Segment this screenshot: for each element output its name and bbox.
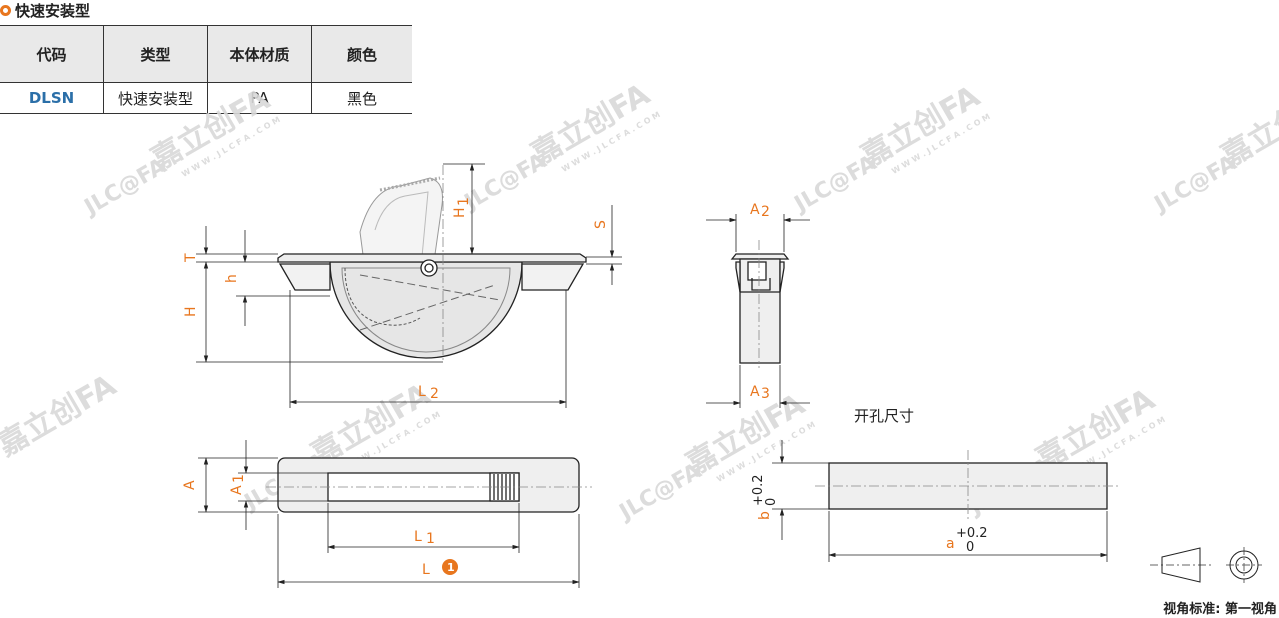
header-code: 代码 bbox=[0, 25, 104, 83]
dim-L1-sub: 1 bbox=[426, 531, 435, 547]
header-material: 本体材质 bbox=[207, 25, 312, 83]
cell-type: 快速安装型 bbox=[103, 82, 208, 114]
dim-H-label: H bbox=[183, 306, 199, 317]
cell-code: DLSN bbox=[0, 82, 104, 114]
dim-L1-label: L bbox=[414, 529, 422, 545]
table-header-row: 代码 类型 本体材质 颜色 bbox=[0, 25, 412, 83]
spec-table: 代码 类型 本体材质 颜色 DLSN 快速安装型 PA 黑色 bbox=[0, 25, 412, 114]
dim-H1-label: H bbox=[452, 207, 468, 218]
dim-A1: A 1 bbox=[229, 474, 247, 495]
dim-a-tol-upper: +0.2 bbox=[956, 526, 988, 541]
dim-A1-label: A bbox=[229, 485, 245, 495]
side-view-dimensions bbox=[706, 214, 810, 408]
cutout-title: 开孔尺寸 bbox=[854, 407, 914, 425]
side-view bbox=[730, 240, 790, 368]
dim-S-label: S bbox=[593, 220, 609, 229]
watermark-brand: 嘉立创FA bbox=[0, 368, 123, 464]
dim-b-label: b bbox=[757, 511, 773, 520]
top-view bbox=[266, 457, 592, 513]
header-color: 颜色 bbox=[311, 25, 412, 83]
dim-A1-sub: 1 bbox=[231, 474, 247, 483]
dim-L2-sub: 2 bbox=[430, 386, 439, 402]
top-view-dimensions bbox=[198, 440, 580, 588]
dim-A2-label: A bbox=[750, 202, 760, 218]
cell-color: 黑色 bbox=[311, 82, 412, 114]
cutout-dimensions bbox=[772, 440, 1108, 562]
dim-h-label: h bbox=[224, 274, 240, 283]
dim-A3-label: A bbox=[750, 384, 760, 400]
dim-L-label: L bbox=[422, 562, 430, 578]
section-title: 快速安装型 bbox=[0, 0, 90, 20]
first-angle-projection-icon bbox=[1150, 547, 1262, 583]
watermark-brand: 嘉立创FA bbox=[1216, 79, 1279, 175]
front-view bbox=[277, 165, 587, 362]
header-type: 类型 bbox=[103, 25, 208, 83]
dim-T-label: T bbox=[183, 253, 199, 263]
cell-material: PA bbox=[207, 82, 312, 114]
dim-L2-label: L bbox=[418, 384, 426, 400]
dim-A3-sub: 3 bbox=[761, 386, 770, 402]
note-marker-number: 1 bbox=[447, 561, 455, 574]
dim-H1-sub: 1 bbox=[456, 197, 472, 206]
section-title-text: 快速安装型 bbox=[15, 1, 91, 20]
dim-b-tol-upper: +0.2 bbox=[751, 474, 766, 506]
dim-A-label: A bbox=[182, 480, 198, 490]
table-row: DLSN 快速安装型 PA 黑色 bbox=[0, 82, 412, 114]
projection-note: 视角标准: 第一视角 bbox=[1163, 602, 1277, 617]
front-view-dimensions bbox=[196, 163, 622, 408]
dim-A2-sub: 2 bbox=[761, 204, 770, 220]
dim-a-label: a bbox=[946, 536, 955, 552]
note-marker-icon bbox=[442, 559, 458, 575]
dim-a-tol-lower: 0 bbox=[966, 540, 974, 555]
dim-b: b +0.2 0 bbox=[751, 474, 779, 520]
dim-H1: H 1 bbox=[452, 197, 472, 218]
dim-b-tol-lower: 0 bbox=[764, 498, 779, 506]
cutout-view bbox=[815, 450, 1120, 520]
section-marker-icon bbox=[0, 4, 11, 16]
